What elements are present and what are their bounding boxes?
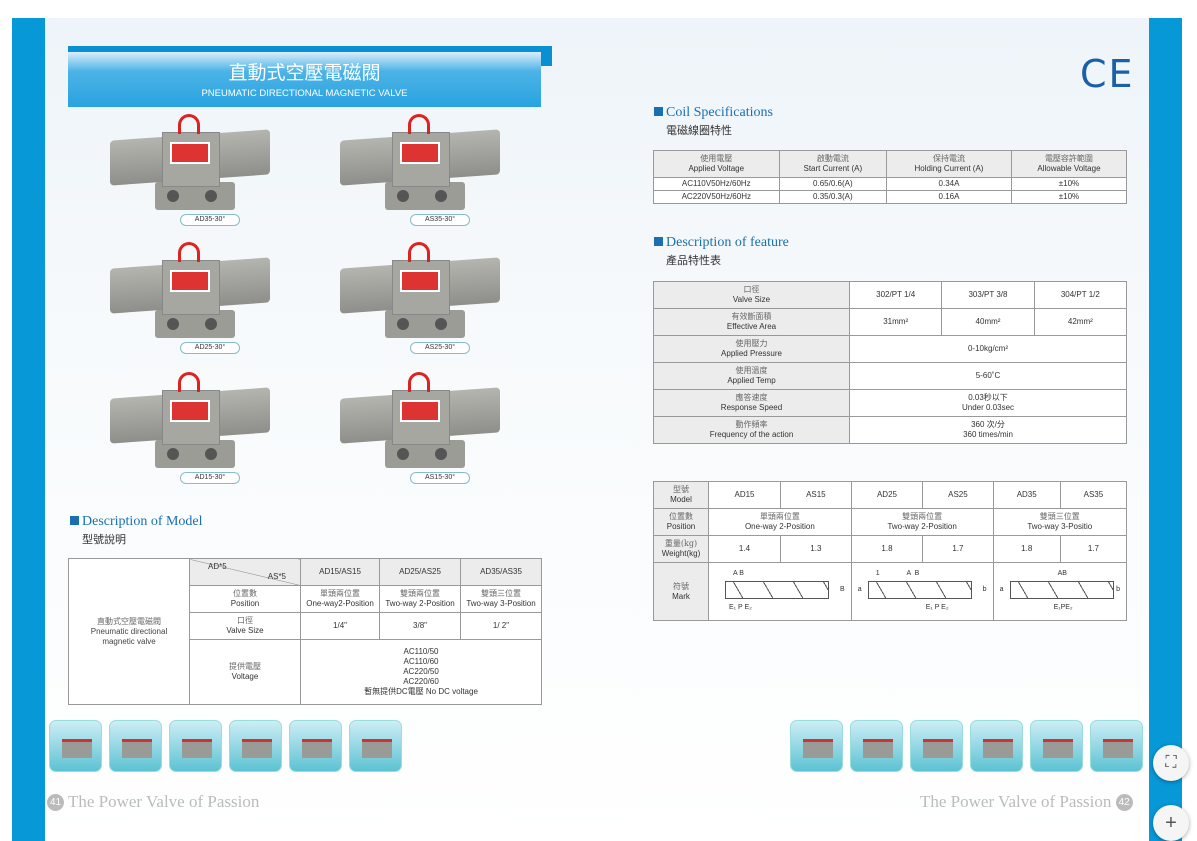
header-title-en: PNEUMATIC DIRECTIONAL MAGNETIC VALVE	[201, 88, 408, 99]
product-thumbnail[interactable]	[910, 720, 963, 772]
product-thumbnail[interactable]	[970, 720, 1023, 772]
fullscreen-button[interactable]: ⛶	[1153, 745, 1189, 781]
product-image: AS25-30°	[310, 238, 510, 354]
product-thumbnail[interactable]	[169, 720, 222, 772]
product-thumbnail[interactable]	[790, 720, 843, 772]
valve-picture	[330, 372, 500, 468]
product-image: AS15-30°	[310, 368, 510, 484]
product-thumbnail[interactable]	[1030, 720, 1083, 772]
section-title: Description of Model	[70, 514, 203, 530]
thumbnail-strip-right	[790, 720, 1143, 772]
product-image: AS35-30°	[310, 110, 510, 226]
product-image: AD35-30°	[80, 110, 280, 226]
left-page-edge	[12, 18, 45, 841]
thumbnail-strip-left	[49, 720, 402, 772]
right-page-edge	[1149, 18, 1182, 841]
footer-right: The Power Valve of Passion 42	[920, 792, 1133, 812]
footer-left: 41 The Power Valve of Passion	[47, 792, 259, 812]
product-label: AS35-30°	[410, 214, 470, 226]
product-label: AS25-30°	[410, 342, 470, 354]
product-thumbnail[interactable]	[1090, 720, 1143, 772]
product-thumbnail[interactable]	[289, 720, 342, 772]
product-label: AD25-30°	[180, 342, 240, 354]
valve-picture	[100, 114, 270, 210]
product-label: AD15-30°	[180, 472, 240, 484]
valve-picture	[330, 114, 500, 210]
product-thumbnail[interactable]	[850, 720, 903, 772]
valve-picture	[330, 242, 500, 338]
product-thumbnail[interactable]	[349, 720, 402, 772]
page-number: 41	[47, 794, 64, 811]
product-image: AD15-30°	[80, 368, 280, 484]
page-number: 42	[1115, 794, 1133, 811]
valve-picture	[100, 372, 270, 468]
page-header: 直動式空壓電磁閥 PNEUMATIC DIRECTIONAL MAGNETIC …	[68, 46, 552, 107]
model-section-heading: Description of Model 型號說明	[70, 514, 203, 547]
valve-picture	[100, 242, 270, 338]
product-thumbnail[interactable]	[229, 720, 282, 772]
product-label: AS15-30°	[410, 472, 470, 484]
product-thumbnail[interactable]	[49, 720, 102, 772]
section-subtitle: 型號說明	[82, 534, 126, 546]
ce-mark: CE	[1080, 52, 1135, 96]
header-title-zh: 直動式空壓電磁閥	[228, 62, 381, 84]
product-thumbnail[interactable]	[109, 720, 162, 772]
product-label: AD35-30°	[180, 214, 240, 226]
zoom-in-button[interactable]: +	[1153, 805, 1189, 841]
product-image: AD25-30°	[80, 238, 280, 354]
